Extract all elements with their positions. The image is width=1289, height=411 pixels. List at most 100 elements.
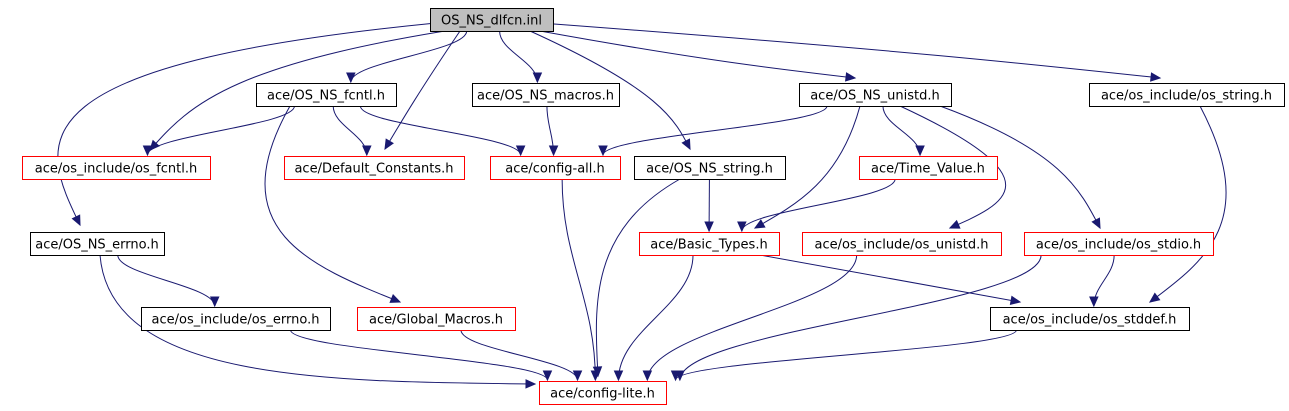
- node-osstdio[interactable]: ace/os_include/os_stdio.h: [1024, 232, 1214, 256]
- node-box-macros: [472, 83, 620, 107]
- node-globalmacros[interactable]: ace/Global_Macros.h: [357, 307, 516, 331]
- edge-nsstring-to-configlite-arrowhead: [592, 366, 603, 378]
- node-unistd[interactable]: ace/OS_NS_unistd.h: [799, 83, 952, 107]
- node-label-osstddef: ace/os_include/os_stddef.h: [1003, 313, 1177, 328]
- node-label-configlite: ace/config-lite.h: [550, 387, 655, 402]
- node-label-globalmacros: ace/Global_Macros.h: [369, 313, 503, 328]
- node-label-configall: ace/config-all.h: [505, 162, 605, 177]
- node-box-fcntl: [256, 83, 397, 107]
- node-box-osunistd: [802, 232, 1002, 256]
- edge-osstddef-to-configlite: [675, 329, 1017, 381]
- edge-timevalue-to-basictypes-arrowhead: [737, 221, 747, 233]
- edge-fcntl-to-defconst: [332, 105, 368, 156]
- edge-osstdio-to-configlite: [679, 254, 1042, 381]
- edge-fcntl-to-osfcntl: [147, 105, 295, 156]
- edge-root-to-macros-arrowhead: [532, 72, 543, 84]
- edge-globalmacros-to-configlite: [460, 329, 579, 381]
- node-osfcntl[interactable]: ace/os_include/os_fcntl.h: [22, 156, 211, 180]
- edge-unistd-to-configall: [602, 105, 828, 156]
- node-root[interactable]: OS_NS_dlfcn.inl: [430, 8, 554, 32]
- node-timevalue[interactable]: ace/Time_Value.h: [859, 156, 998, 180]
- node-label-errno: ace/OS_NS_errno.h: [35, 238, 159, 253]
- edge-osunistd-to-configlite-arrowhead: [642, 370, 653, 382]
- node-basictypes[interactable]: ace/Basic_Types.h: [639, 232, 780, 256]
- edge-root-to-osstring: [553, 23, 1161, 79]
- edge-globalmacros-to-configlite-arrowhead: [572, 370, 583, 382]
- edge-root-to-unistd: [539, 30, 856, 79]
- node-label-nsstring: ace/OS_NS_string.h: [646, 162, 773, 177]
- node-box-errno: [30, 232, 165, 256]
- edge-osstdio-to-osstddef-arrowhead: [1089, 296, 1099, 308]
- node-macros[interactable]: ace/OS_NS_macros.h: [472, 83, 620, 107]
- edge-osstring-to-osstddef-arrowhead: [1149, 292, 1161, 303]
- edge-osstring-to-osstddef: [1149, 105, 1227, 303]
- node-label-unistd: ace/OS_NS_unistd.h: [810, 89, 940, 104]
- node-configlite[interactable]: ace/config-lite.h: [539, 381, 667, 405]
- edge-errno-to-oserrno: [117, 254, 216, 307]
- node-label-osstring: ace/os_include/os_string.h: [1101, 89, 1272, 104]
- edge-unistd-to-basictypes: [754, 105, 861, 229]
- edge-basictypes-to-osstddef-arrowhead: [1009, 295, 1022, 305]
- node-layer: OS_NS_dlfcn.inl ace/OS_NS_fcntl.h ace/OS_N…: [22, 8, 1285, 405]
- edge-errno-to-configlite: [99, 254, 536, 385]
- node-label-defconst: ace/Default_Constants.h: [294, 162, 453, 177]
- edge-root-to-unistd-arrowhead: [845, 72, 857, 82]
- edge-macros-to-configall-arrowhead: [548, 145, 559, 157]
- node-label-timevalue: ace/Time_Value.h: [871, 162, 985, 177]
- edge-osunistd-to-configlite: [646, 254, 858, 381]
- edge-oserrno-to-configlite-arrowhead: [542, 370, 553, 382]
- edge-unistd-to-basictypes-arrowhead: [753, 219, 766, 229]
- node-box-root: [430, 8, 554, 32]
- node-osstddef[interactable]: ace/os_include/os_stddef.h: [990, 307, 1190, 331]
- node-box-osfcntl: [22, 156, 211, 180]
- edge-unistd-to-configall-arrowhead: [598, 145, 608, 157]
- node-label-macros: ace/OS_NS_macros.h: [477, 89, 614, 104]
- node-box-configall: [490, 156, 621, 180]
- edge-root-to-osfcntl: [149, 21, 506, 151]
- edge-unistd-to-osunistd-arrowhead: [948, 219, 961, 229]
- edge-unistd-to-osunistd: [899, 105, 1007, 229]
- node-nsstring[interactable]: ace/OS_NS_string.h: [634, 156, 786, 180]
- edge-root-to-osstring-arrowhead: [1150, 72, 1162, 82]
- node-box-osstring: [1089, 83, 1285, 107]
- edge-root-to-defconst-arrowhead: [384, 138, 394, 151]
- edge-root-to-macros: [499, 30, 538, 83]
- node-osstring[interactable]: ace/os_include/os_string.h: [1089, 83, 1285, 107]
- edge-root-to-errno-arrowhead: [71, 214, 81, 227]
- edge-fcntl-to-globalmacros: [264, 105, 401, 303]
- edge-fcntl-to-configall: [359, 105, 522, 156]
- node-box-globalmacros: [357, 307, 516, 331]
- node-osunistd[interactable]: ace/os_include/os_unistd.h: [802, 232, 1002, 256]
- edge-root-to-nsstring-arrowhead: [681, 138, 691, 151]
- edge-basictypes-to-configlite-arrowhead: [613, 370, 624, 382]
- node-oserrno[interactable]: ace/os_include/os_errno.h: [141, 307, 331, 331]
- edge-oserrno-to-configlite: [290, 329, 548, 381]
- edge-configall-to-configlite: [561, 178, 596, 381]
- node-box-defconst: [284, 156, 465, 180]
- node-label-root: OS_NS_dlfcn.inl: [441, 14, 542, 29]
- node-box-osstdio: [1024, 232, 1214, 256]
- edge-basictypes-to-osstddef: [759, 254, 1021, 303]
- node-errno[interactable]: ace/OS_NS_errno.h: [30, 232, 165, 256]
- node-box-timevalue: [859, 156, 998, 180]
- node-box-unistd: [799, 83, 952, 107]
- node-box-basictypes: [639, 232, 780, 256]
- node-box-oserrno: [141, 307, 331, 331]
- edge-basictypes-to-configlite: [617, 254, 694, 381]
- edge-layer: [57, 18, 1227, 389]
- node-label-fcntl: ace/OS_NS_fcntl.h: [267, 89, 385, 104]
- edge-root-to-defconst: [384, 30, 461, 150]
- edge-root-to-fcntl: [350, 30, 468, 83]
- edge-errno-to-configlite-arrowhead: [525, 379, 537, 389]
- edge-unistd-to-osstdio: [939, 105, 1101, 229]
- edge-unistd-to-timevalue-arrowhead: [915, 145, 925, 157]
- node-defconst[interactable]: ace/Default_Constants.h: [284, 156, 465, 180]
- node-label-osfcntl: ace/os_include/os_fcntl.h: [35, 162, 197, 177]
- node-label-osstdio: ace/os_include/os_stdio.h: [1036, 238, 1201, 253]
- node-configall[interactable]: ace/config-all.h: [490, 156, 621, 180]
- edge-fcntl-to-globalmacros-arrowhead: [389, 294, 402, 303]
- edge-root-to-errno: [57, 18, 481, 226]
- node-fcntl[interactable]: ace/OS_NS_fcntl.h: [256, 83, 397, 107]
